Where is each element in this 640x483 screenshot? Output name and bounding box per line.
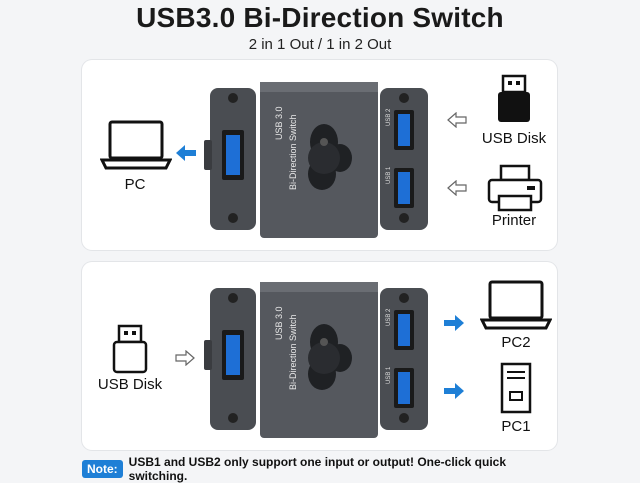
page-title: USB3.0 Bi-Direction Switch (136, 2, 504, 33)
usb-switch-device: USB 3.0 Bi-Direction Switch USB 2 USB 1 (204, 282, 428, 438)
printer-icon (487, 164, 543, 212)
note-bar: Note: USB1 and USB2 only support one inp… (82, 455, 557, 483)
usb-switch-device: USB 3.0 Bi-Direction Switch USB 2 USB 1 (204, 82, 428, 238)
arrow-right-icon (444, 315, 464, 331)
printer-label: Printer (491, 212, 537, 229)
usb-disk-label: USB Disk (481, 130, 547, 147)
arrow-right-icon (444, 383, 464, 399)
usb-disk-icon (498, 74, 530, 122)
note-text: USB1 and USB2 only support one input or … (128, 455, 507, 483)
svg-text:USB 2: USB 2 (386, 108, 392, 126)
arrow-left-icon (176, 145, 196, 161)
svg-text:USB 2: USB 2 (386, 308, 392, 326)
pc1-label: PC1 (501, 418, 531, 435)
laptop-icon (100, 120, 172, 170)
pc-label: PC (124, 176, 146, 193)
usb-disk-label: USB Disk (97, 376, 163, 393)
pc-tower-icon (500, 362, 532, 414)
note-tag: Note: (82, 460, 123, 478)
svg-text:USB 1: USB 1 (386, 366, 392, 384)
svg-text:USB 1: USB 1 (386, 166, 392, 184)
svg-text:Bi-Direction Switch: Bi-Direction Switch (288, 114, 298, 190)
svg-text:USB 3.0: USB 3.0 (274, 306, 284, 340)
svg-text:USB 3.0: USB 3.0 (274, 106, 284, 140)
arrow-left-outline-icon (447, 180, 467, 196)
laptop-icon (480, 280, 552, 330)
pc2-label: PC2 (501, 334, 531, 351)
arrow-right-outline-icon (175, 350, 195, 366)
panel-two-in-one-out: PC USB 3.0 Bi-Direction Switch USB 2 USB… (82, 60, 557, 250)
usb-disk-icon (112, 324, 148, 374)
page-subtitle: 2 in 1 Out / 1 in 2 Out (248, 36, 392, 53)
arrow-left-outline-icon (447, 112, 467, 128)
panel-one-in-two-out: USB Disk USB 3.0 Bi-Direction Switch USB… (82, 262, 557, 450)
svg-text:Bi-Direction Switch: Bi-Direction Switch (288, 314, 298, 390)
